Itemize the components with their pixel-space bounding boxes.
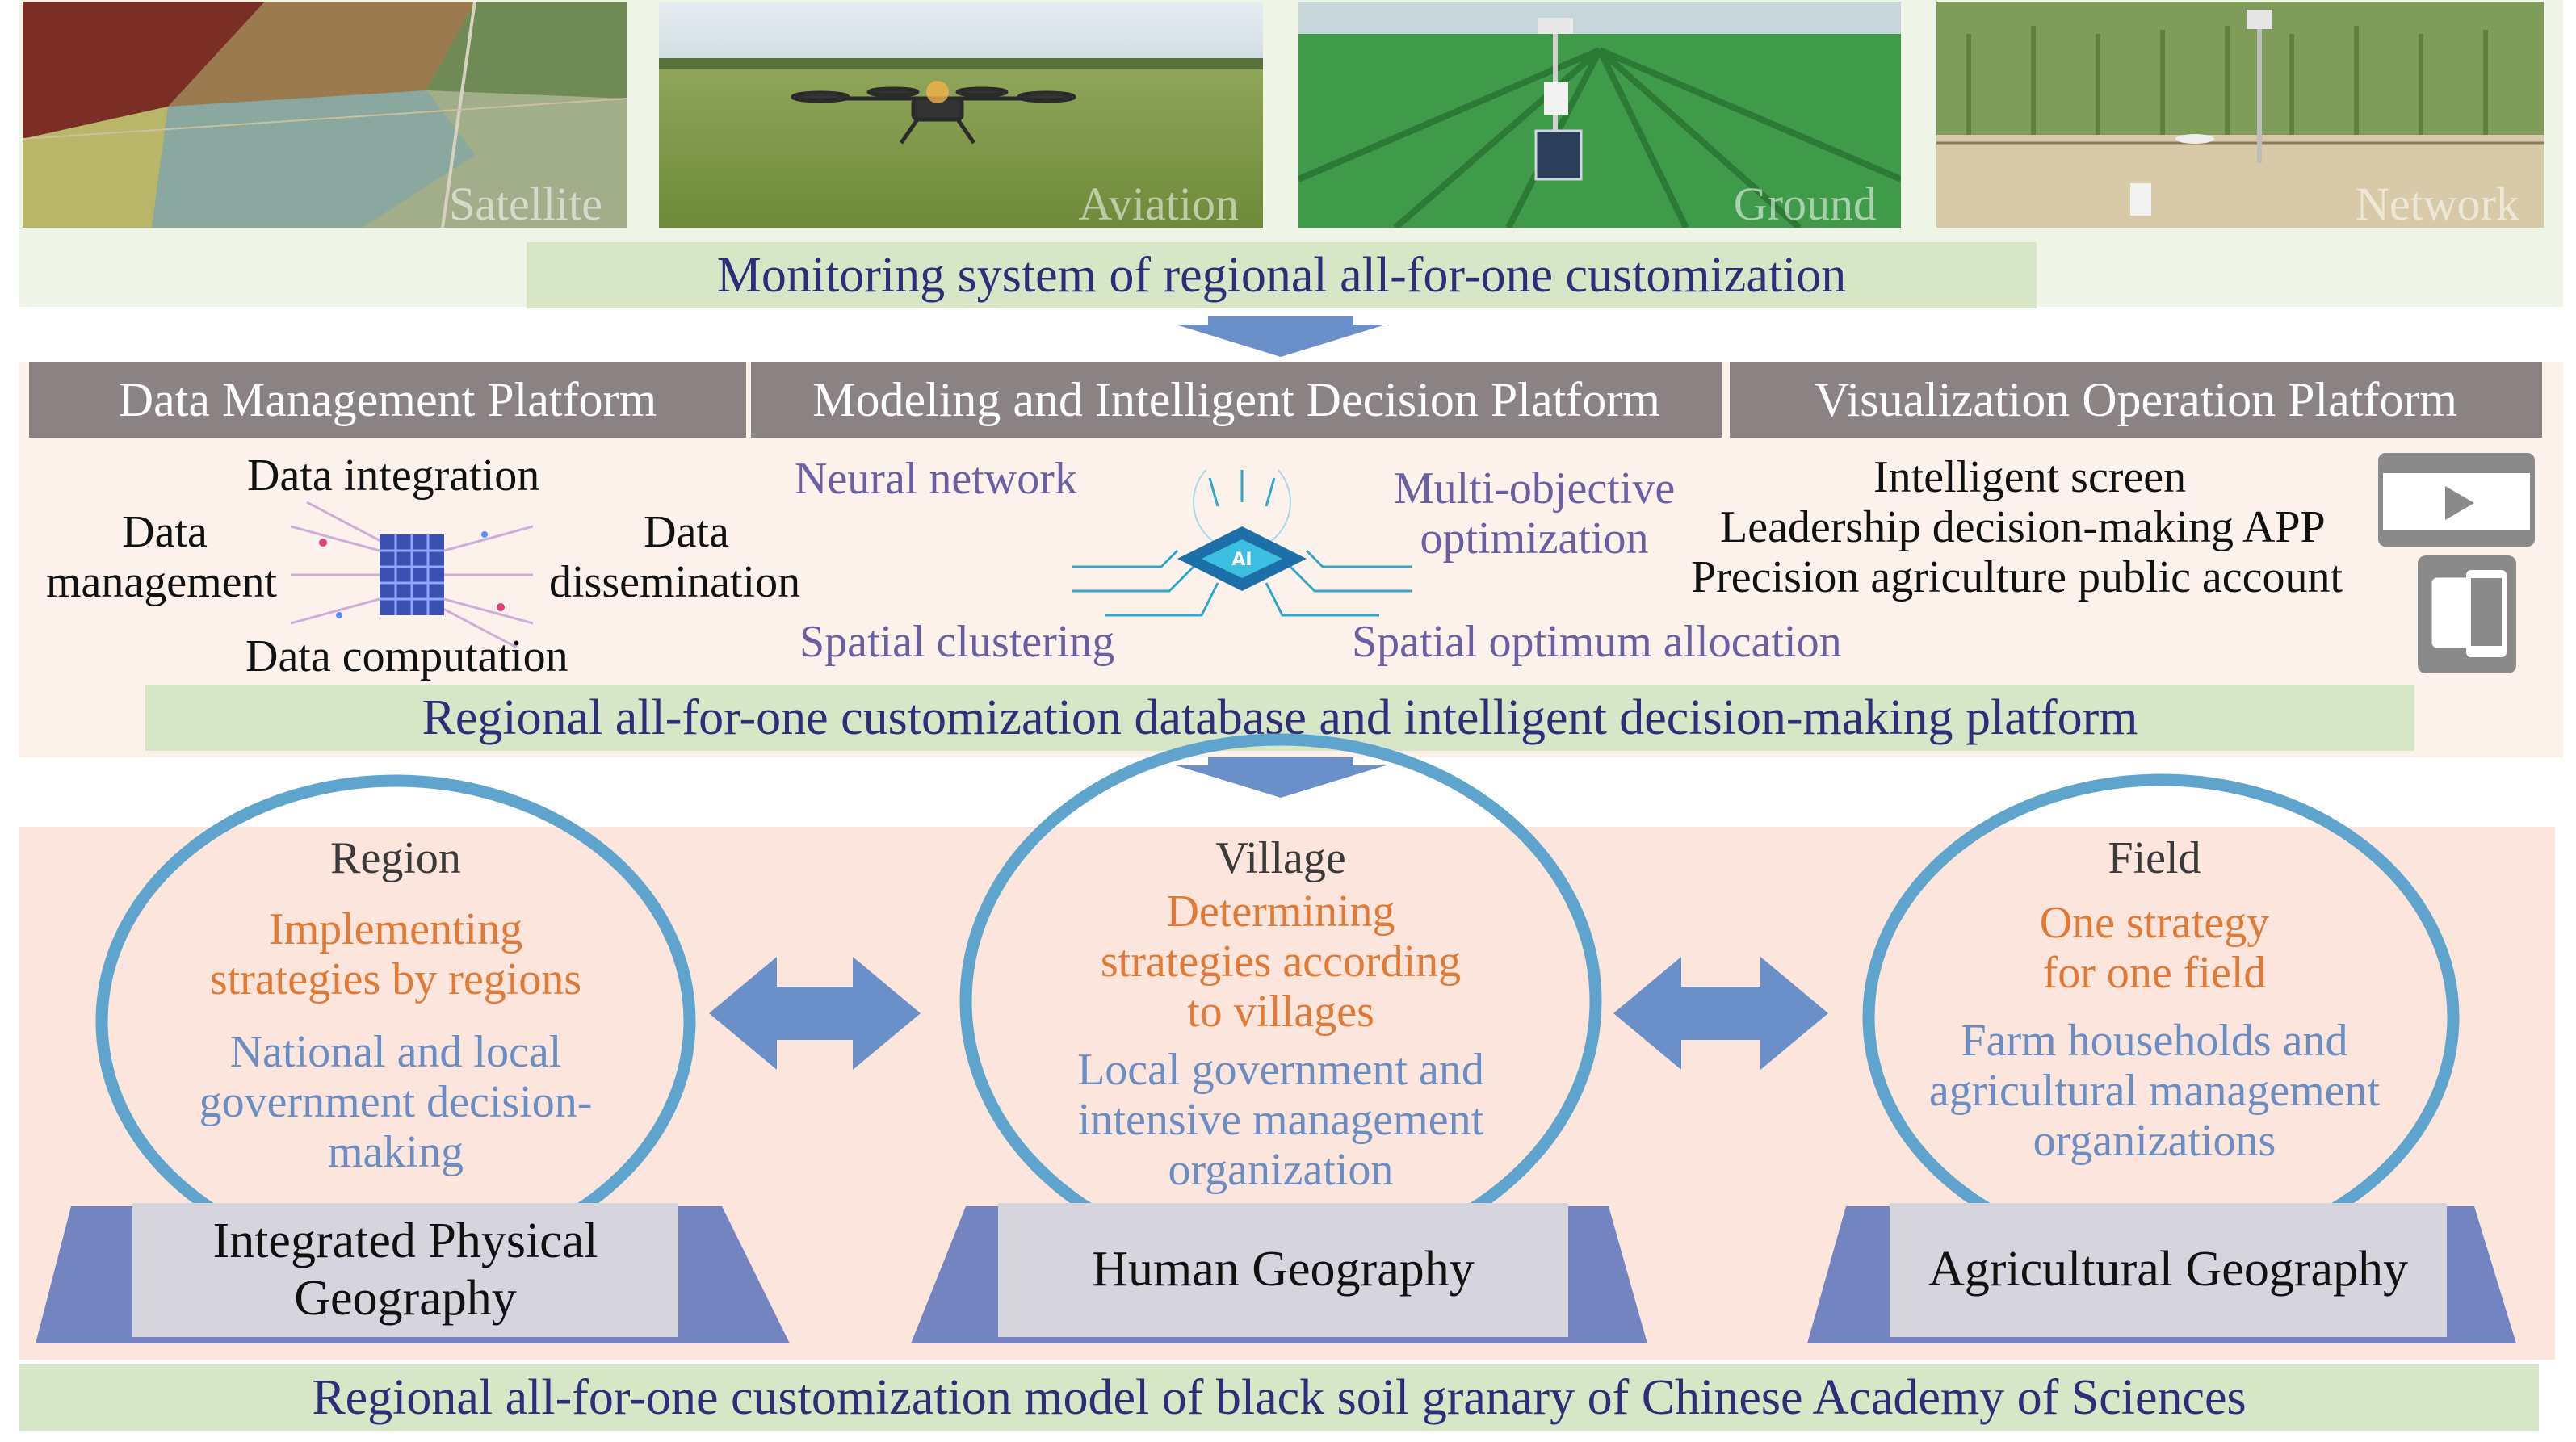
down-arrow-1 [1176, 316, 1386, 357]
village-strategy-line1: Determining [1166, 887, 1395, 937]
network-photo: Network [1936, 2, 2544, 228]
data-management-label-line2: management [45, 557, 278, 607]
village-geography-line1: Human Geography [1092, 1242, 1475, 1297]
spatial-clustering-label: Spatial clustering [799, 617, 1115, 667]
region-village-double-arrow [709, 957, 921, 1070]
field-geography-line1: Agricultural Geography [1928, 1242, 2408, 1297]
region-actors-line3: making [328, 1127, 464, 1177]
sensor-mast-icon [2130, 10, 2272, 216]
public-account-label: Precision agriculture public account [1691, 552, 2343, 602]
monitoring-system-title: Monitoring system of regional all-for-on… [527, 242, 2037, 308]
ground-label: Ground [1733, 178, 1877, 228]
leadership-app-label: Leadership decision-making APP [1720, 502, 2326, 552]
satellite-image [23, 2, 627, 228]
region-actors-line2: government decision- [199, 1077, 593, 1127]
model-title: Regional all-for-one customization model… [19, 1364, 2539, 1431]
satellite-label: Satellite [448, 178, 602, 228]
intelligent-screen-label: Intelligent screen [1873, 452, 2187, 502]
integrated-physical-geography-label: Integrated Physical Geography [132, 1203, 678, 1337]
village-actors-line3: organization [1168, 1145, 1394, 1195]
agricultural-geography-label: Agricultural Geography [1890, 1203, 2447, 1337]
monitor-screen-icon [2378, 453, 2535, 547]
region-geography-line2: Geography [294, 1271, 517, 1326]
ground-station-image [1298, 2, 1901, 228]
drone-field-image [659, 2, 1263, 228]
data-integration-label: Data integration [247, 451, 540, 501]
neural-network-label: Neural network [795, 454, 1077, 504]
field-actors-line2: agricultural management [1928, 1066, 2381, 1116]
multi-objective-label-line2: optimization [1420, 514, 1649, 564]
spatial-allocation-label: Spatial optimum allocation [1352, 617, 1842, 667]
data-computation-label: Data computation [245, 631, 568, 681]
field-strategy-line1: One strategy [2039, 898, 2270, 948]
village-field-double-arrow [1613, 957, 1828, 1070]
field-strategy-line2: for one field [2042, 948, 2267, 998]
aviation-photo: Aviation [659, 2, 1263, 228]
village-actors-line2: intensive management [1077, 1095, 1484, 1145]
mobile-devices-icon [2418, 555, 2516, 673]
weather-station-icon [1534, 18, 1583, 181]
village-strategy-line2: strategies according [1100, 937, 1462, 987]
region-actors-line1: National and local [229, 1027, 562, 1077]
region-geography-line1: Integrated Physical [212, 1213, 598, 1268]
ai-chip-icon: AI [1072, 470, 1412, 617]
field-actors-line1: Farm households and [1961, 1016, 2348, 1066]
data-dissemination-label-line1: Data [644, 507, 729, 557]
region-level-label: Region [330, 833, 461, 883]
svg-text:AI: AI [1231, 550, 1252, 570]
village-strategy-line3: to villages [1187, 987, 1374, 1037]
modeling-platform-header: Modeling and Intelligent Decision Platfo… [751, 362, 1722, 438]
down-arrow-2 [1176, 757, 1386, 798]
region-strategy-line2: strategies by regions [209, 954, 582, 1004]
village-level-label: Village [1215, 833, 1346, 883]
satellite-photo: Satellite [23, 2, 627, 228]
network-label: Network [2356, 178, 2519, 228]
ground-photo: Ground [1298, 2, 1901, 228]
field-actors-line3: organizations [2033, 1116, 2276, 1166]
data-processor-icon [291, 501, 533, 649]
village-actors-line1: Local government and [1077, 1045, 1484, 1095]
sensor-network-image [1936, 2, 2544, 228]
data-dissemination-label-line2: dissemination [549, 557, 801, 607]
field-level-label: Field [2108, 833, 2201, 883]
multi-objective-label-line1: Multi-objective [1393, 463, 1676, 514]
data-management-label-line1: Data [122, 507, 208, 557]
data-management-platform-header: Data Management Platform [29, 362, 746, 438]
human-geography-label: Human Geography [998, 1203, 1568, 1337]
play-icon [2445, 486, 2474, 520]
aviation-label: Aviation [1078, 178, 1239, 228]
region-strategy-line1: Implementing [268, 904, 523, 954]
visualization-platform-header: Visualization Operation Platform [1730, 362, 2542, 438]
